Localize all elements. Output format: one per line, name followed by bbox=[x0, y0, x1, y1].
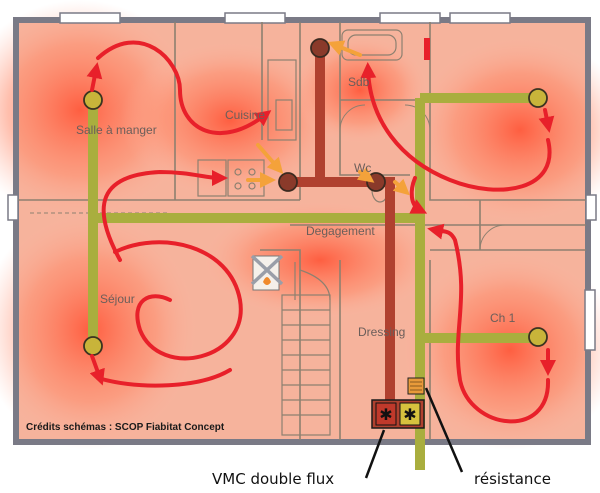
exterior-walls bbox=[13, 17, 591, 445]
room-label-wc: Wc bbox=[354, 161, 371, 175]
room-label-sdb: Sdb bbox=[348, 75, 370, 89]
supply-vents bbox=[83, 88, 548, 356]
callout-lines bbox=[364, 387, 464, 479]
air-flow-arrows bbox=[86, 40, 556, 424]
room-label-dressing: Dressing bbox=[358, 325, 405, 339]
room-label-salle-a-manger: Salle à manger bbox=[76, 123, 157, 137]
room-label-ch1: Ch 1 bbox=[490, 311, 516, 325]
window-marks bbox=[7, 12, 597, 351]
room-label-sejour: Séjour bbox=[100, 292, 135, 306]
extract-flow-arrows bbox=[246, 40, 410, 196]
fan-icon: ✱ bbox=[379, 405, 392, 424]
resistance-label: résistance bbox=[474, 470, 551, 488]
fan-icon: ✱ bbox=[403, 405, 416, 424]
vmc-unit: ✱ ✱ bbox=[371, 399, 425, 429]
room-label-cuisine: Cuisine bbox=[225, 108, 265, 122]
room-label-degagement: Degagement bbox=[306, 224, 375, 238]
radiator-mark bbox=[424, 38, 430, 60]
vmc-label: VMC double flux bbox=[212, 470, 334, 488]
resistance-element bbox=[407, 377, 425, 395]
staircase bbox=[281, 262, 331, 436]
crossed-appliance-icon bbox=[250, 254, 284, 291]
credits-text: Crédits schémas : SCOP Fiabitat Concept bbox=[26, 422, 225, 433]
